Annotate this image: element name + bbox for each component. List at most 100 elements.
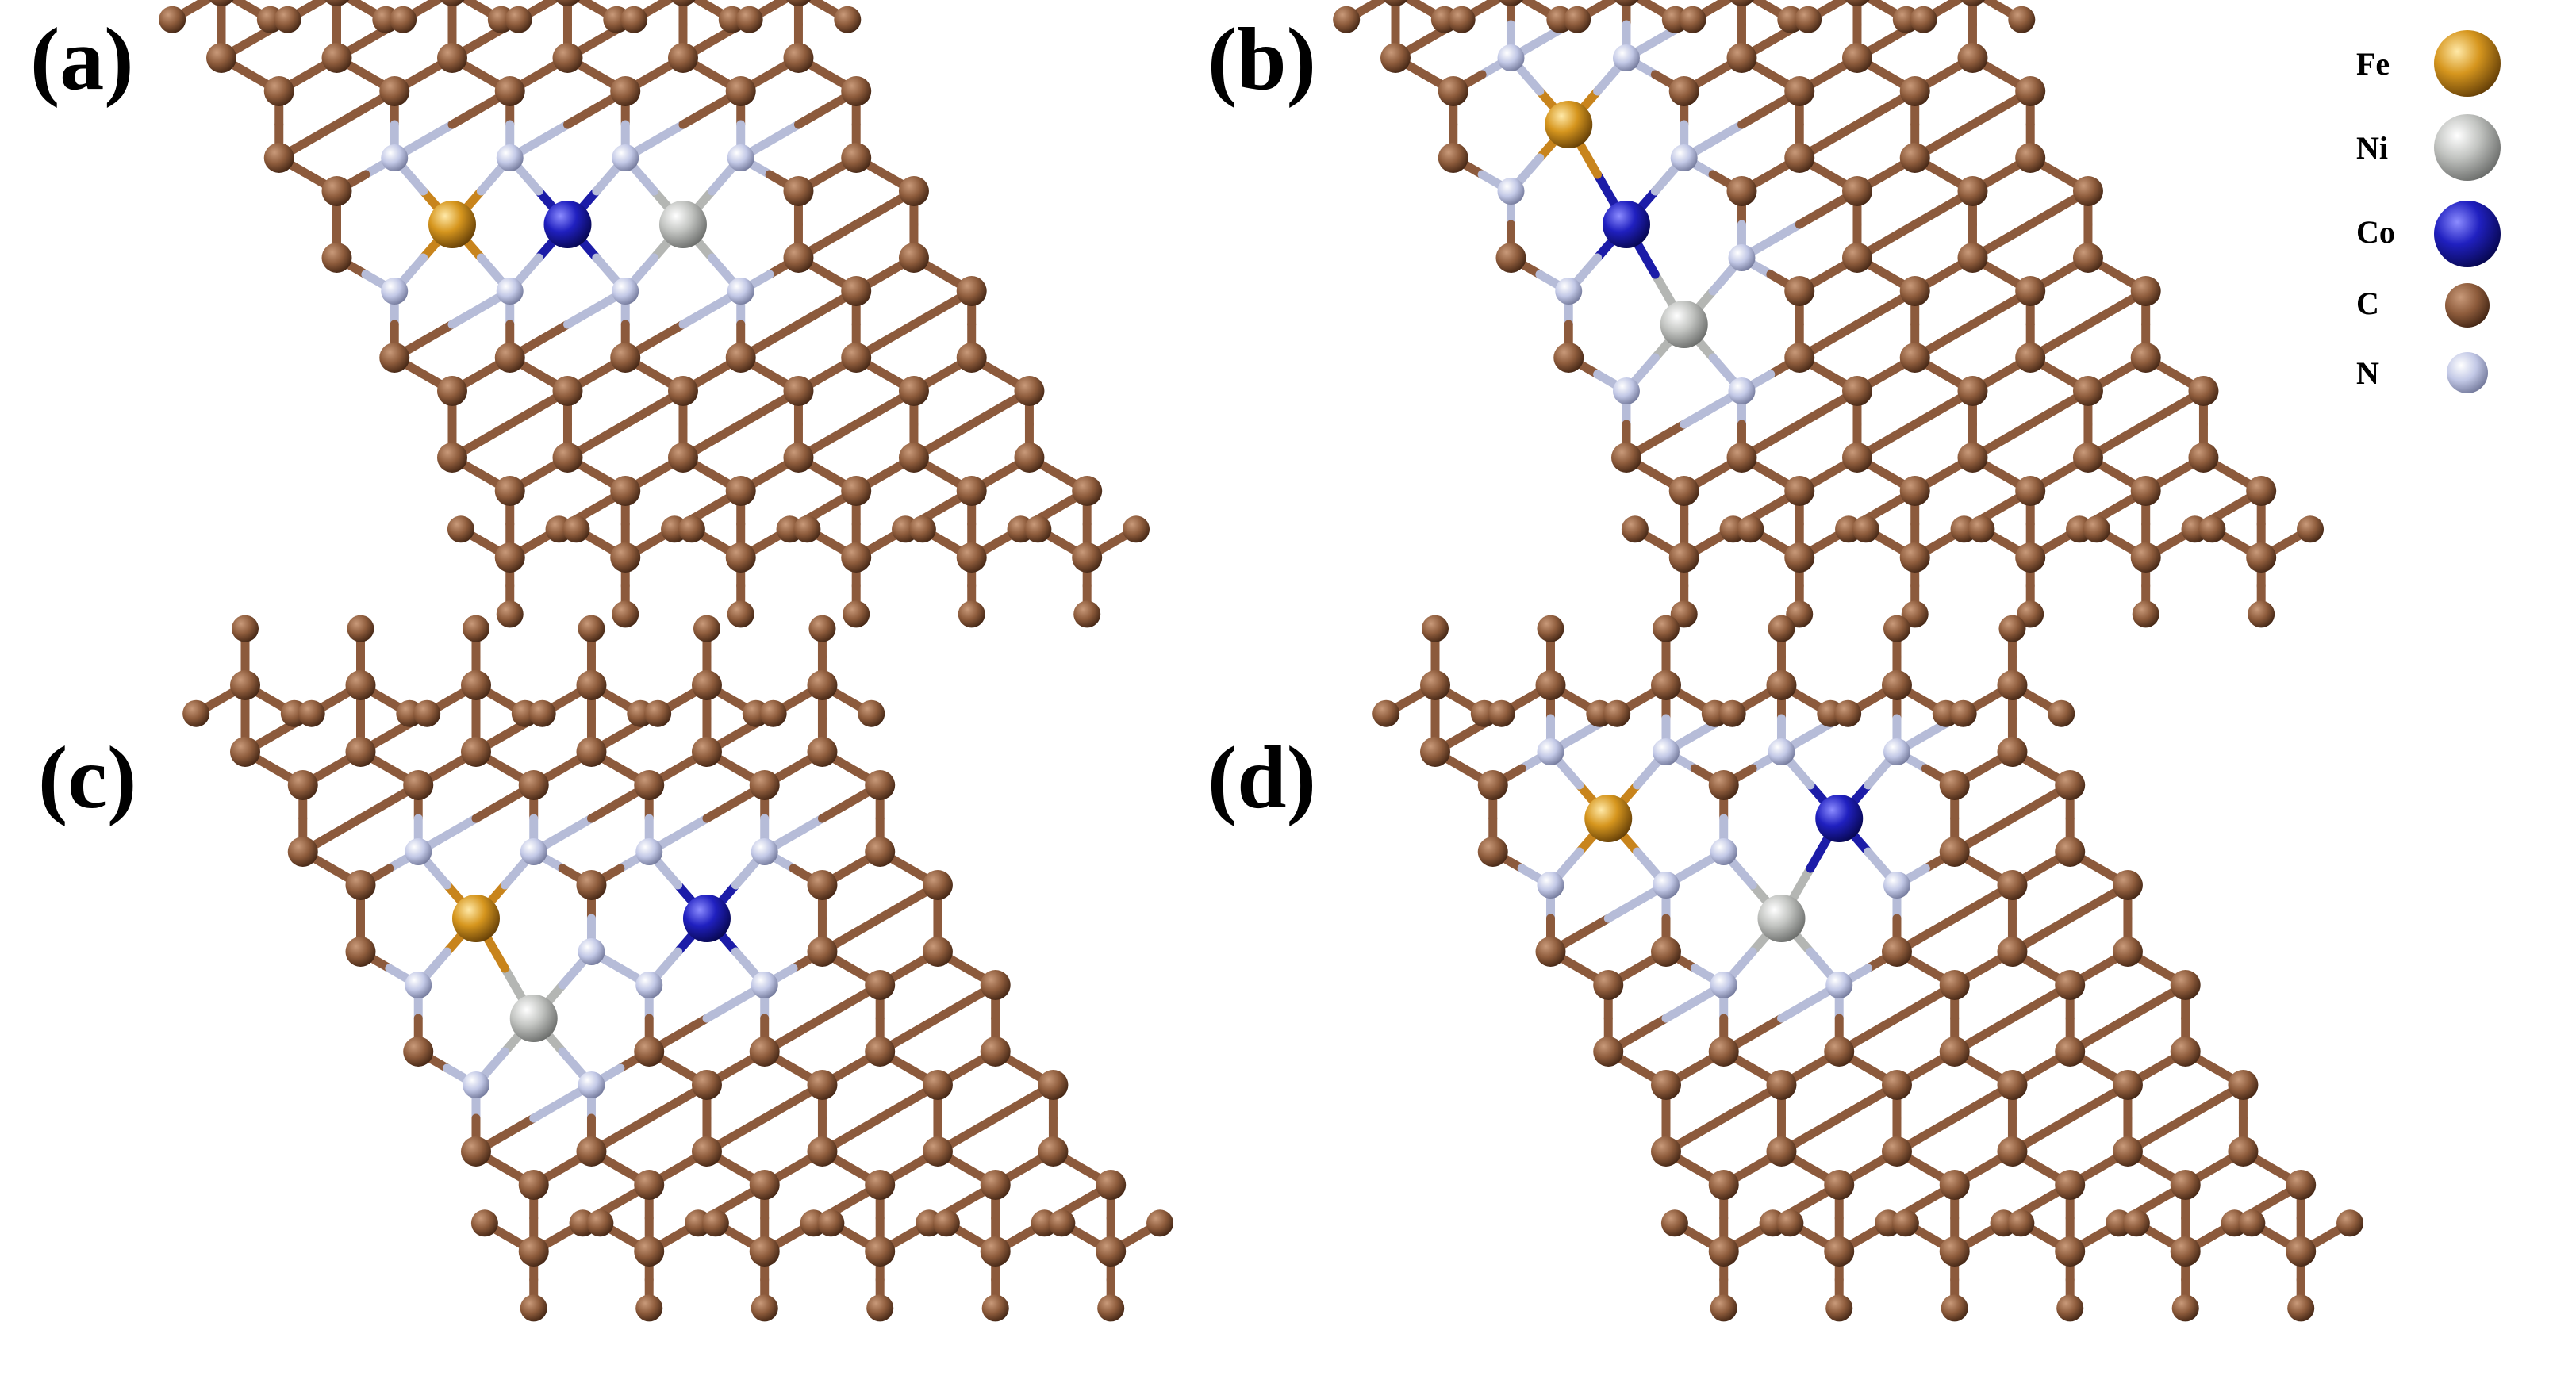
c-atom [1941,1294,1968,1322]
c-atom [379,76,410,106]
c-atom [1766,1136,1797,1167]
n-atom [578,938,605,965]
c-atom [1841,243,1872,273]
c-atom [1726,176,1757,206]
n-atom [1537,738,1564,765]
bond [1402,0,1425,10]
c-atom [2112,1136,2143,1167]
c-atom [725,343,756,373]
c-atom [1650,937,1681,967]
n-atom-icon [2447,352,2488,393]
c-atom [956,276,987,306]
n-atom [1883,738,1910,765]
c-atom [1939,1037,1970,1067]
c-atom [298,699,325,727]
atoms [182,615,1174,1322]
c-atom [1784,476,1815,506]
c-atom [634,1170,665,1200]
c-atom [2015,542,2046,573]
legend-label-n: N [2356,355,2379,391]
c-atom [807,1070,838,1100]
c-atom [2130,542,2161,573]
c-atom [1537,615,1564,642]
c-atom [1593,1037,1624,1067]
c-atom [576,737,607,767]
fe-atom [1545,101,1593,148]
c-atom [834,6,862,33]
c-atom [1438,143,1468,173]
c-atom [209,0,234,6]
c-atom [518,1236,549,1267]
c-atom [1708,1170,1739,1200]
c-atom [898,176,929,206]
c-atom [1957,376,1988,406]
c-atom [1939,1236,1970,1267]
bond [1713,0,1736,10]
legend-label-ni: Ni [2356,130,2388,166]
ni-atom [509,995,558,1042]
c-atom [1438,76,1468,106]
c-atom [1939,970,1970,1000]
c-atom [2055,1037,2086,1067]
co-atom-icon [2434,201,2501,267]
bond [539,0,562,10]
c-atom [956,542,987,573]
c-atom [725,476,756,506]
c-atom [347,615,374,642]
c-atom [2297,515,2325,543]
n-atom [1555,278,1583,305]
c-atom [2228,1136,2259,1167]
c-atom [1668,76,1699,106]
c-atom [2188,376,2219,406]
c-atom [2170,970,2201,1000]
legend: Fe Ni Co C N [2356,30,2501,393]
c-atom [576,670,607,700]
c-atom [263,76,294,106]
c-atom [1776,1209,1804,1237]
c-atom [749,1170,780,1200]
c-atom [494,343,525,373]
c-atom [440,0,465,6]
c-atom [634,1037,665,1067]
c-atom [865,1170,896,1200]
c-atom [562,515,590,543]
c-atom [460,1136,491,1167]
c-atom [1660,1209,1688,1237]
c-atom [783,376,814,406]
bond [689,0,712,10]
c-atom [610,76,641,106]
bond [1828,0,1851,10]
bonds [1342,0,2315,619]
c-atom [634,770,665,800]
n-atom [1652,738,1680,765]
c-atom [644,699,672,727]
co-atom [1602,201,1650,248]
n-atom [381,144,409,171]
c-atom [2112,1070,2143,1100]
c-atom [691,737,722,767]
n-atom [1537,872,1564,899]
c-atom [865,1236,896,1267]
c-atom [865,837,896,867]
n-atom [496,144,524,171]
legend-label-fe: Fe [2356,46,2390,82]
c-atom [1668,542,1699,573]
n-atom [751,972,778,998]
c-atom [1910,6,1937,33]
c-atom [460,737,491,767]
panel-label-a: (a) [30,10,134,109]
c-atom [1881,1136,1912,1167]
c-atom [1899,343,1930,373]
bonds [167,0,1141,619]
c-atom [980,970,1011,1000]
c-atom [841,542,872,573]
n-atom [1883,872,1910,899]
c-atom [727,600,754,628]
bond [804,0,827,10]
c-atom [898,376,929,406]
c-atom [494,542,525,573]
c-atom [2287,1294,2315,1322]
c-atom [1881,937,1912,967]
c-atom [1960,0,1985,6]
c-atom [1710,1294,1737,1322]
